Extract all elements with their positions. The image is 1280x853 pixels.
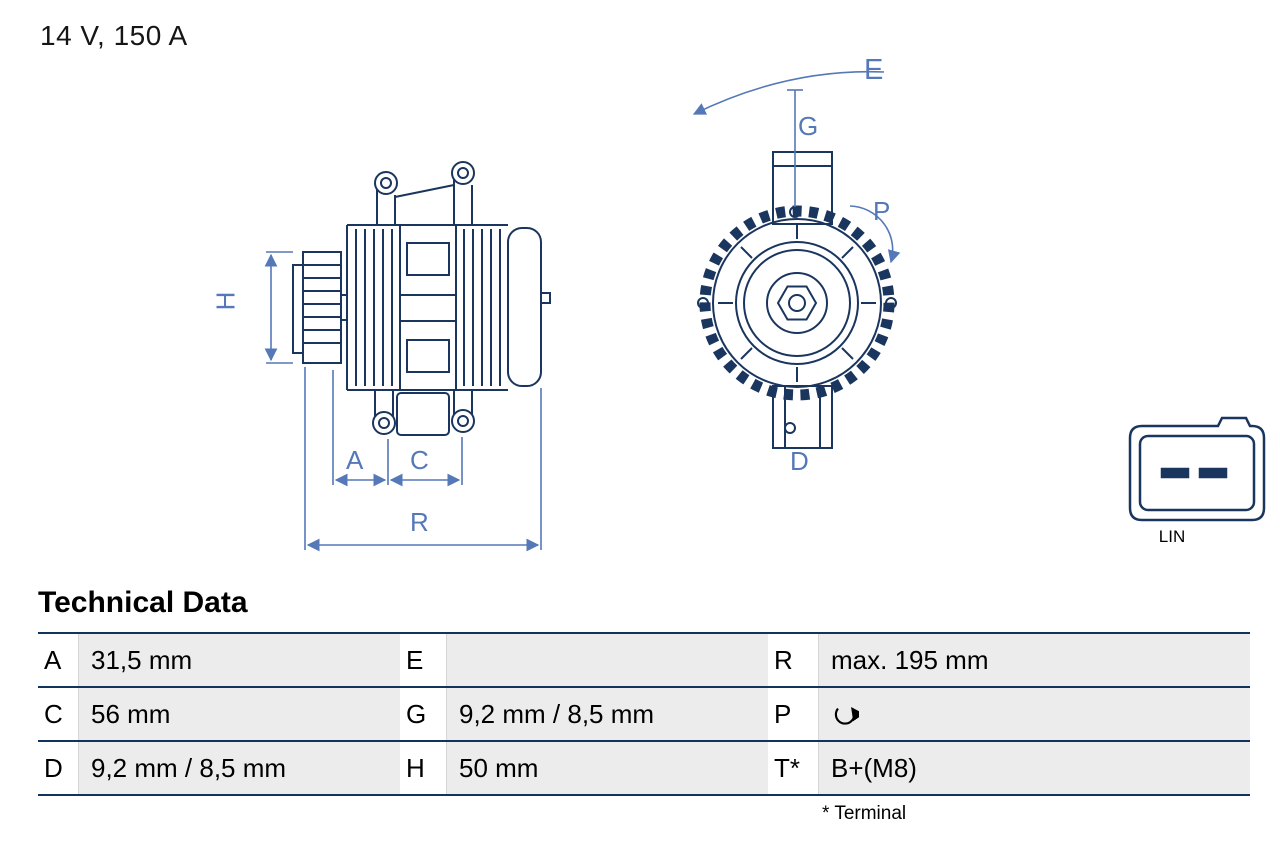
dim-label-p: P	[873, 196, 891, 226]
alternator-side-view	[264, 161, 551, 552]
param-key-g: G	[400, 688, 446, 740]
param-value-h: 50 mm	[446, 742, 768, 794]
terminal-footnote: * Terminal	[822, 803, 907, 824]
table-row: A 31,5 mm E R max. 195 mm	[38, 634, 1250, 688]
param-key-a: A	[38, 634, 78, 686]
param-value-d: 9,2 mm / 8,5 mm	[78, 742, 400, 794]
param-value-a: 31,5 mm	[78, 634, 400, 686]
voltage-current-spec: 14 V, 150 A	[40, 20, 188, 51]
table-row: C 56 mm G 9,2 mm / 8,5 mm P	[38, 688, 1250, 742]
technical-data-section: Technical Data A 31,5 mm E R max. 195 mm…	[38, 586, 1250, 825]
param-key-d: D	[38, 742, 78, 794]
dim-label-h: H	[210, 291, 241, 311]
param-value-p	[818, 688, 1250, 740]
param-key-e: E	[400, 634, 446, 686]
param-key-p: P	[768, 688, 818, 740]
rotation-direction-icon	[834, 707, 859, 725]
param-key-t: T*	[768, 742, 818, 794]
section-title: Technical Data	[38, 586, 248, 619]
param-value-c: 56 mm	[78, 688, 400, 740]
alternator-front-view	[692, 70, 901, 449]
dim-label-c: C	[410, 445, 429, 475]
dim-label-e: E	[864, 54, 884, 86]
table-row: D 9,2 mm / 8,5 mm H 50 mm T* B+(M8)	[38, 742, 1250, 796]
lin-connector-drawing	[1128, 416, 1266, 522]
param-key-h: H	[400, 742, 446, 794]
dim-label-d: D	[790, 446, 809, 476]
technical-data-table: A 31,5 mm E R max. 195 mm C 56 mm G 9,2 …	[38, 632, 1250, 796]
param-value-g: 9,2 mm / 8,5 mm	[446, 688, 768, 740]
dim-label-a: A	[346, 445, 364, 475]
dim-label-r: R	[410, 507, 429, 537]
param-key-r: R	[768, 634, 818, 686]
dim-label-g: G	[798, 111, 819, 141]
param-key-c: C	[38, 688, 78, 740]
param-value-r: max. 195 mm	[818, 634, 1250, 686]
connector-label: LIN	[1158, 527, 1186, 546]
param-value-t: B+(M8)	[818, 742, 1250, 794]
param-value-e	[446, 634, 768, 686]
